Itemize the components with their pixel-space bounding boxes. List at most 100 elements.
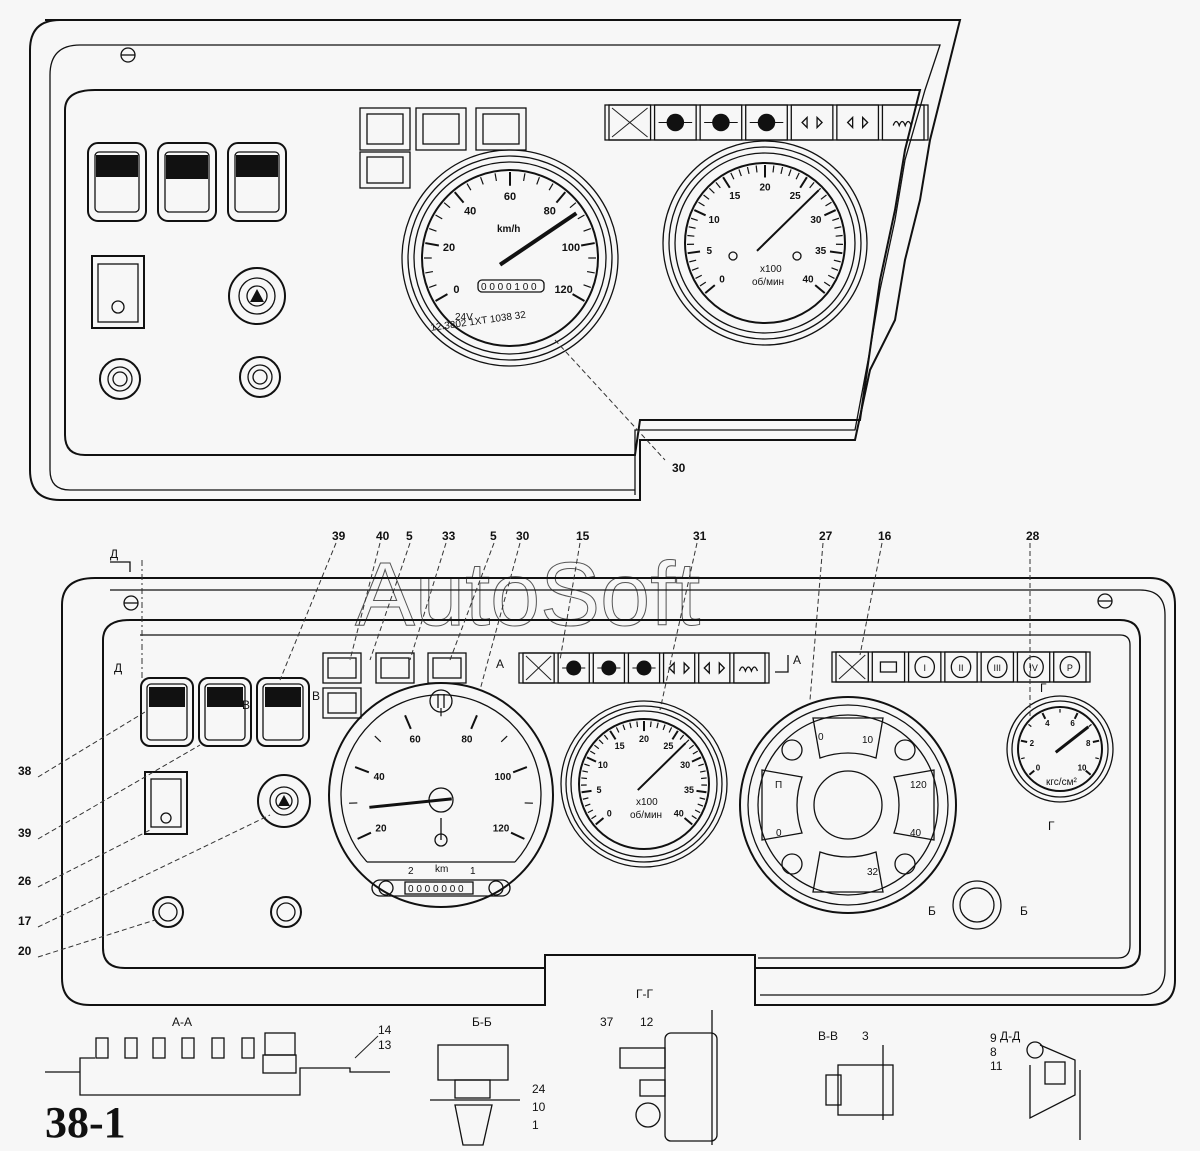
tach-unit: об/мин xyxy=(630,809,662,821)
rocker-switch[interactable] xyxy=(227,142,287,222)
warning-lamp-icon xyxy=(781,853,803,875)
odometer xyxy=(404,881,474,895)
dial-tick xyxy=(593,744,600,750)
brake-circuit-icon xyxy=(557,652,590,684)
rocker-switch[interactable] xyxy=(157,142,217,222)
reset-button-icon[interactable] xyxy=(488,880,504,896)
tach-tick-label: 15 xyxy=(729,191,741,202)
top-warning-lamp-strip xyxy=(604,104,929,141)
dial-tick xyxy=(823,281,831,287)
callout-16: 16 xyxy=(878,529,892,543)
pressure-tick-label: 2 xyxy=(1030,739,1035,748)
section-mark-b: Б xyxy=(928,904,936,918)
dial-tick xyxy=(1028,723,1032,728)
top-light-switch[interactable] xyxy=(91,255,145,329)
turn-signal-icon xyxy=(698,652,731,684)
speedometer-voltage: 24V xyxy=(455,312,473,323)
callout-33: 33 xyxy=(442,529,456,543)
dial-tick xyxy=(690,217,698,222)
odometer-value: 0 0 0 0 0 0 0 xyxy=(408,884,464,895)
tachometer-needle xyxy=(637,742,687,791)
rheostat-knob[interactable] xyxy=(952,880,1002,930)
rocker-switch[interactable] xyxy=(256,677,310,747)
pressure-tick-label: 0 xyxy=(1036,763,1041,772)
tach-tick-label: 5 xyxy=(597,785,602,795)
bottom-knob[interactable] xyxy=(152,896,184,928)
dial-tick xyxy=(581,777,587,780)
dial-tick xyxy=(622,724,626,731)
dial-tick xyxy=(730,172,735,180)
dial-tick xyxy=(691,815,697,820)
tach-multiplier: x100 xyxy=(636,797,658,808)
top-knob[interactable] xyxy=(99,358,141,400)
section-mark-v: В xyxy=(312,689,320,703)
glow-plug-icon xyxy=(881,104,925,141)
tach-tick-label: 10 xyxy=(598,760,608,770)
rocker-switch[interactable] xyxy=(87,142,147,222)
dial-tick xyxy=(823,209,837,217)
gauge-voltage xyxy=(812,851,884,893)
pressure-needle xyxy=(1054,725,1090,754)
dial-tick xyxy=(512,766,528,774)
tach-tick-label: 35 xyxy=(815,246,827,257)
bottom-knob[interactable] xyxy=(270,896,302,928)
dial-tick xyxy=(699,281,707,287)
callout: 37 xyxy=(600,1015,614,1029)
speed-unit-label: km/h xyxy=(497,224,520,235)
rocker-switch[interactable] xyxy=(198,677,252,747)
pressure-tick-label: 4 xyxy=(1045,719,1050,728)
dial-tick xyxy=(453,191,465,204)
bottom-warning-lamp-strip-left xyxy=(518,652,770,684)
callout: 3 xyxy=(862,1029,869,1043)
pressure-tick-label: 6 xyxy=(1070,719,1075,728)
dial-tick xyxy=(435,293,448,302)
reset-button-icon[interactable] xyxy=(378,880,394,896)
dial-tick xyxy=(1028,769,1035,776)
tach-tick-label: 20 xyxy=(639,734,649,744)
section-title: Г-Г xyxy=(636,987,653,1001)
rocker-switch[interactable] xyxy=(140,677,194,747)
bottom-hazard-button[interactable] xyxy=(257,774,311,828)
callout-39: 39 xyxy=(332,529,346,543)
section-gg: Г-Г 37 12 xyxy=(600,987,718,1145)
dial-tick xyxy=(354,766,370,774)
dial-tick xyxy=(809,182,815,189)
top-hazard-button[interactable] xyxy=(228,267,286,325)
dial-tick xyxy=(609,730,617,740)
blank-cross-icon xyxy=(835,651,869,683)
callout: 1 xyxy=(532,1118,539,1132)
dial-tick xyxy=(834,226,842,229)
section-aa: А-А 14 13 38-1 xyxy=(45,1015,392,1147)
dial-tick xyxy=(584,803,591,807)
dial-tick xyxy=(689,259,697,263)
bottom-light-switch[interactable] xyxy=(144,771,188,835)
section-title: Д-Д xyxy=(1000,1029,1020,1043)
dial-tick xyxy=(1088,723,1092,728)
glow-plug-icon xyxy=(733,652,766,684)
tach-unit: об/мин xyxy=(752,276,784,288)
top-knob[interactable] xyxy=(239,356,281,398)
section-vv: В-В 3 xyxy=(818,1029,894,1120)
svg-text:40: 40 xyxy=(910,828,922,839)
dial-tick xyxy=(591,815,597,820)
dial-tick xyxy=(1021,757,1025,760)
section-mark-d: Д xyxy=(110,547,118,561)
svg-text:P: P xyxy=(1067,663,1073,673)
svg-text:II: II xyxy=(958,663,963,673)
dial-tick xyxy=(698,201,705,207)
blank-cross-icon xyxy=(522,652,555,684)
dial-tick xyxy=(825,201,832,207)
dial-tick xyxy=(835,234,843,237)
svg-text:III: III xyxy=(994,663,1002,673)
speed-tick-label: 60 xyxy=(504,191,516,203)
dial-tick xyxy=(820,194,827,200)
speed-tick-label: 80 xyxy=(544,205,556,217)
top-panel-outline xyxy=(29,19,962,501)
dial-tick xyxy=(582,797,589,800)
dial-tick xyxy=(1085,769,1092,776)
dial-tick xyxy=(691,267,699,271)
callout: 12 xyxy=(640,1015,654,1029)
